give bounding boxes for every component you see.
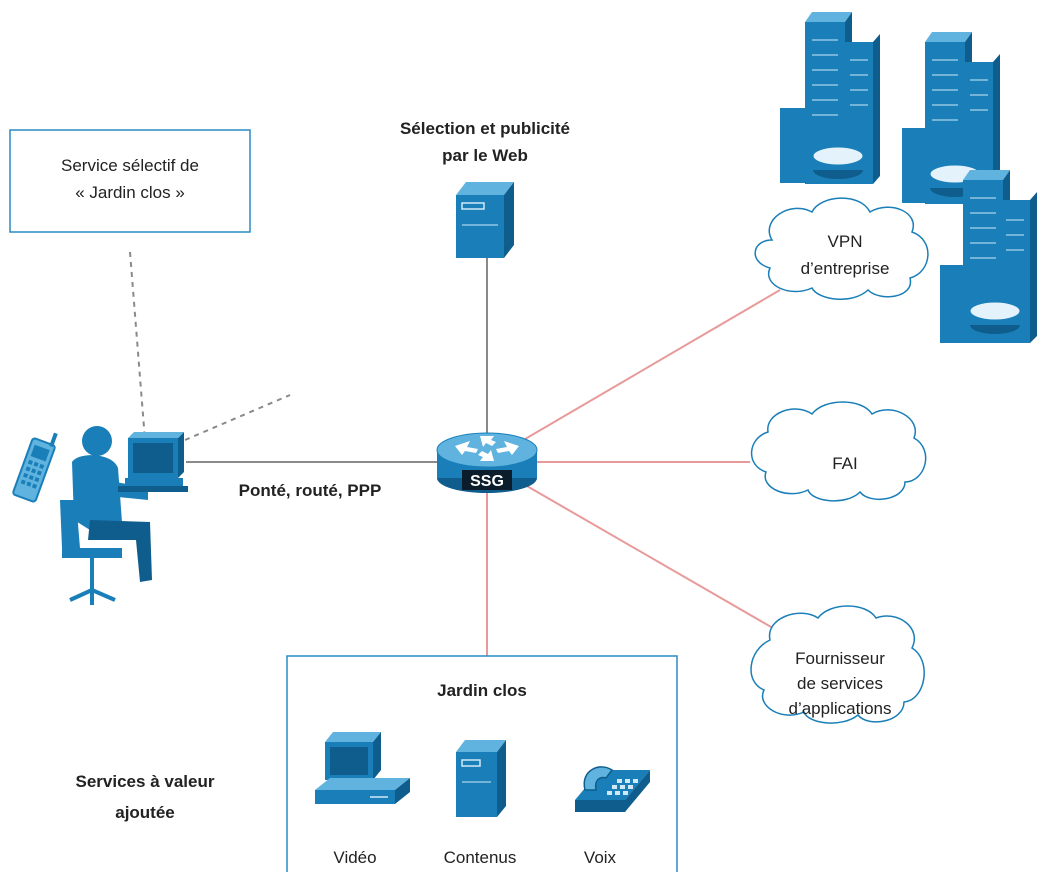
walled-garden-title: Jardin clos xyxy=(437,681,527,700)
web-selection-line2: par le Web xyxy=(442,146,528,165)
isp-cloud-icon xyxy=(750,401,927,502)
web-server-icon xyxy=(456,182,514,258)
dotted-links xyxy=(129,251,291,441)
vpn-label: VPN d’entreprise xyxy=(780,228,910,282)
web-selection-label: Sélection et publicité par le Web xyxy=(370,115,600,169)
link-ssg-to-asp xyxy=(519,481,786,636)
service-box-label: Service sélectif de « Jardin clos » xyxy=(10,152,250,206)
isp-label: FAI xyxy=(832,454,858,473)
content-label: Contenus xyxy=(443,848,517,867)
value-added-line1: Services à valeur xyxy=(75,772,215,791)
ssg-router-icon xyxy=(436,432,538,493)
bridged-routed-label: Ponté, routé, PPP xyxy=(238,481,382,500)
asp-label: Fournisseur de services d’applications xyxy=(765,646,915,721)
enterprise-buildings-icon xyxy=(780,12,1037,343)
asp-line1: Fournisseur xyxy=(795,649,885,668)
value-added-label: Services à valeur ajoutée xyxy=(35,766,255,828)
web-selection-line1: Sélection et publicité xyxy=(399,119,571,138)
vpn-cloud-icon xyxy=(754,197,929,301)
video-pc-icon xyxy=(315,732,410,804)
link-ssg-to-vpn xyxy=(519,289,781,443)
voice-phone-icon xyxy=(575,766,650,812)
content-server-icon xyxy=(456,740,506,817)
asp-line2: de services xyxy=(797,674,883,693)
user-workstation-icon xyxy=(12,426,188,605)
asp-cloud-icon xyxy=(750,605,925,724)
voice-label: Voix xyxy=(583,848,617,867)
asp-line3: d’applications xyxy=(788,699,892,718)
video-label: Vidéo xyxy=(333,848,377,867)
dotted-link-service-box xyxy=(129,251,146,441)
service-box-line2: « Jardin clos » xyxy=(75,183,185,202)
ssg-router-label: SSG xyxy=(470,473,504,490)
value-added-line2: ajoutée xyxy=(115,803,175,822)
service-links xyxy=(486,289,786,656)
service-box-line1: Service sélectif de xyxy=(61,156,199,175)
vpn-line1: VPN xyxy=(827,232,863,251)
service-box xyxy=(9,129,251,233)
vpn-line2: d’entreprise xyxy=(800,259,890,278)
dotted-link-upper xyxy=(184,394,291,441)
access-links xyxy=(186,258,488,463)
